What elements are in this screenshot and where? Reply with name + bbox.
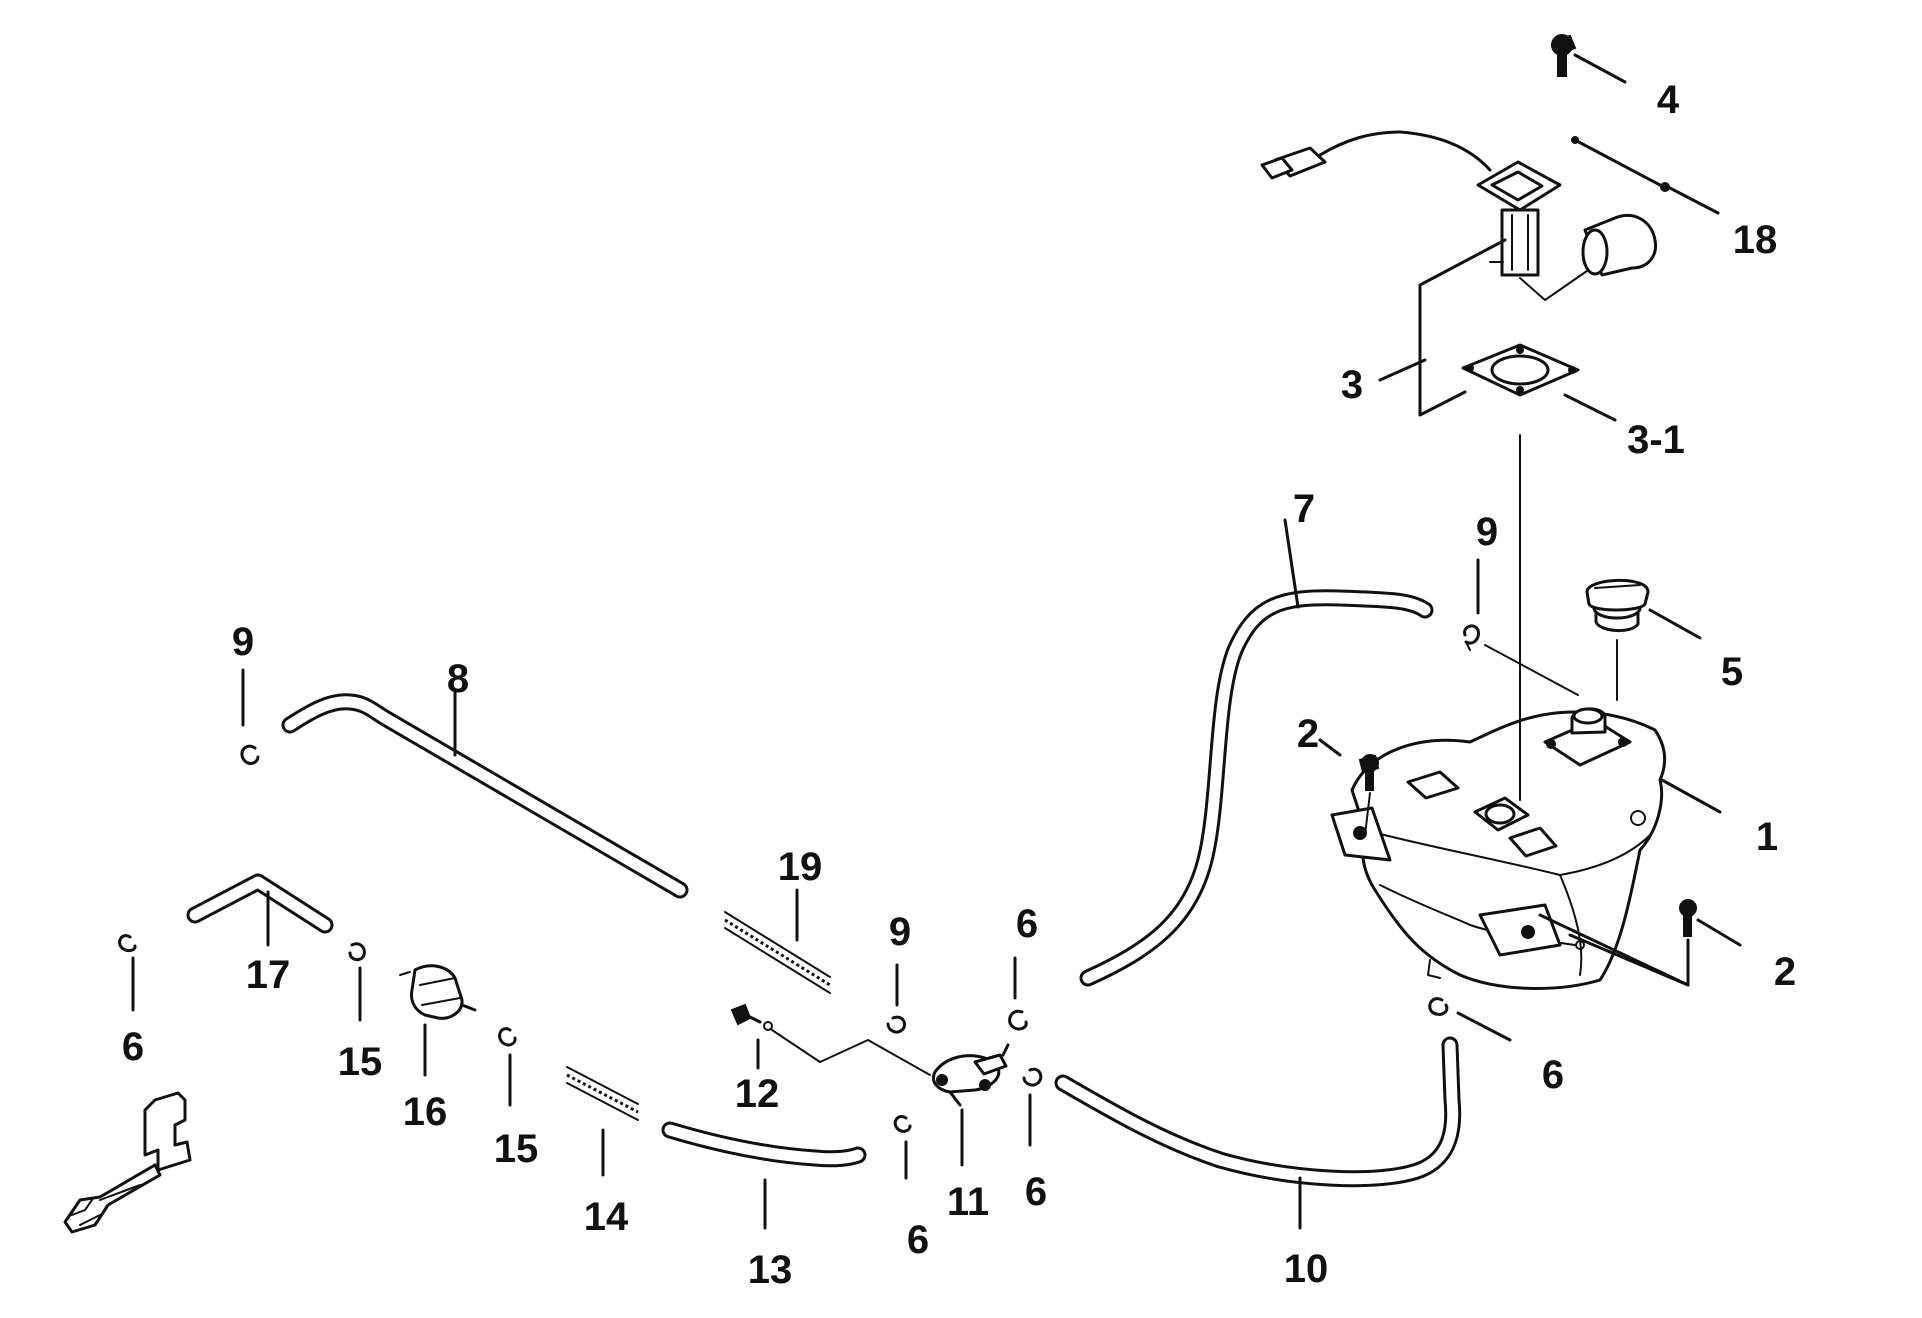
sender-pin: [1571, 136, 1670, 192]
callout-8: 8: [447, 657, 469, 701]
callout-14: 14: [584, 1195, 629, 1239]
sender-gasket: [1461, 343, 1580, 397]
callout-7: 7: [1293, 487, 1315, 531]
callout-4: 4: [1657, 78, 1680, 122]
sender-screw: [1551, 34, 1577, 77]
callout-12: 12: [735, 1072, 780, 1116]
fuel-cap: [1585, 578, 1650, 632]
callout-17: 17: [246, 953, 291, 997]
hose-13: [661, 1121, 867, 1168]
callout-11: 11: [947, 1180, 989, 1224]
fuel-filter: [399, 964, 477, 1020]
callout-1: 1: [1756, 815, 1778, 859]
callout-6-left: 6: [122, 1025, 144, 1069]
fuel-lever: [63, 1091, 192, 1234]
hose-7: [1079, 589, 1434, 987]
callout-6-mid-low: 6: [1025, 1170, 1047, 1214]
clamp-15-right: [498, 1027, 517, 1047]
fuel-tank: [1330, 707, 1667, 990]
spring-19: [724, 911, 831, 994]
alignment-line-valve-screw: [771, 1029, 931, 1076]
callout-3: 3: [1341, 363, 1363, 407]
valve-screw: [730, 1003, 773, 1031]
hose-10: [1054, 1036, 1462, 1188]
bracket-3: [1418, 238, 1507, 417]
clamp-6-left: [118, 934, 137, 953]
callout-2-left: 2: [1297, 712, 1319, 756]
bracket-2-right-b: [1538, 913, 1690, 987]
leader-lines: [131, 53, 1742, 1230]
callout-13: 13: [748, 1248, 793, 1292]
callout-5: 5: [1721, 650, 1743, 694]
spring-14: [566, 1066, 639, 1121]
callout-16: 16: [403, 1090, 448, 1134]
callout-3-1: 3-1: [1627, 418, 1685, 462]
callout-18: 18: [1733, 218, 1778, 262]
clamp-6-mid-low: [1022, 1067, 1043, 1087]
callout-labels: 4 18 3 3-1 7 9 5 2 1 2 6 9 8 19 9 6 17 6…: [122, 78, 1796, 1292]
clamp-6-bottom: [893, 1115, 912, 1133]
callout-15-right: 15: [494, 1127, 539, 1171]
callout-9-top: 9: [1476, 510, 1498, 554]
callout-2-right: 2: [1774, 950, 1796, 994]
alignment-line-clamp-9-top: [1484, 644, 1579, 696]
callout-19: 19: [778, 845, 823, 889]
callout-10: 10: [1284, 1247, 1329, 1291]
callout-9-left: 9: [232, 620, 254, 664]
clamp-9-left: [240, 744, 260, 765]
callout-6-right: 6: [1542, 1053, 1564, 1097]
callout-6-mid-top: 6: [1016, 902, 1038, 946]
callout-6-bottom: 6: [907, 1218, 929, 1262]
clamp-6-mid-top: [1008, 1009, 1028, 1031]
fuel-valve: [932, 1043, 1010, 1107]
fuel-sender-unit: [1260, 130, 1658, 301]
clamp-6-right: [1428, 997, 1449, 1016]
alignment-line-bolt-left: [1364, 792, 1371, 836]
hose-8: [281, 693, 689, 899]
callout-9-mid: 9: [889, 910, 911, 954]
tank-bolt-left: [1358, 754, 1380, 791]
tank-bolt-right: [1679, 899, 1697, 937]
hose-17: [186, 873, 334, 934]
clamp-9-mid: [886, 1015, 907, 1034]
callout-15-left: 15: [338, 1040, 383, 1084]
clamp-15-left: [348, 942, 366, 962]
clamp-9-top: [1463, 624, 1480, 651]
